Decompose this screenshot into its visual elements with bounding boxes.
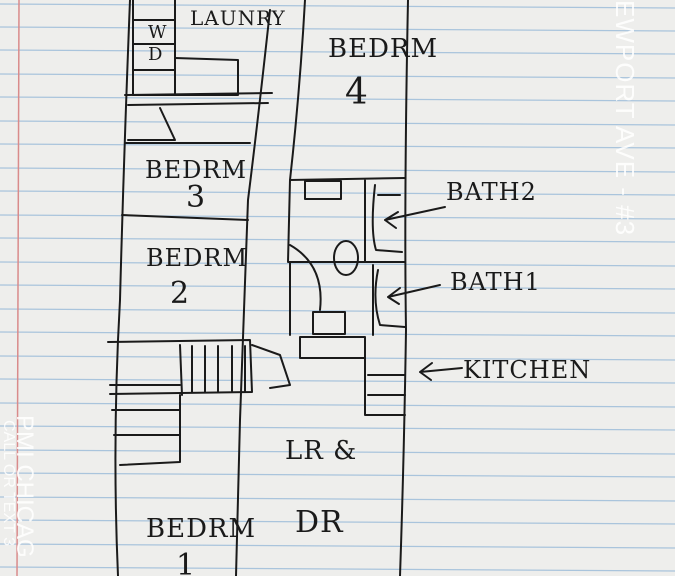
living-dining-label-1: LR & bbox=[285, 436, 358, 466]
kitchen-arrow bbox=[419, 362, 463, 381]
toilet-icon bbox=[333, 240, 359, 276]
bedroom4-label: BEDRM bbox=[328, 34, 439, 64]
bedroom3-number: 3 bbox=[186, 180, 207, 215]
stair-landing bbox=[109, 384, 181, 466]
left-hall-wall bbox=[235, 9, 271, 576]
bath-door-arc bbox=[289, 244, 322, 311]
address-watermark: EWPORT AVE - #3 bbox=[610, 0, 640, 237]
bath2-tub bbox=[371, 184, 403, 253]
left-outer-wall bbox=[114, 0, 131, 576]
bedroom2-number: 2 bbox=[170, 276, 191, 311]
bath1-tub bbox=[374, 269, 406, 328]
right-outer-wall bbox=[399, 0, 409, 576]
bedroom2-label: BEDRM bbox=[146, 244, 249, 272]
bedroom1-label: BEDRM bbox=[146, 514, 257, 544]
bedroom3-bottom-wall bbox=[121, 214, 249, 221]
kitchen-counter bbox=[299, 336, 406, 416]
bath1-label: BATH1 bbox=[450, 268, 541, 296]
bath2-arrow bbox=[384, 206, 446, 229]
stair-treads bbox=[179, 344, 246, 396]
bath2-vanity bbox=[304, 180, 342, 200]
bedroom1-number: 1 bbox=[176, 548, 197, 583]
bedroom4-number: 4 bbox=[345, 72, 369, 113]
laundry-label: LAUNRY bbox=[190, 6, 286, 30]
bath2-label: BATH2 bbox=[446, 178, 537, 206]
dryer-label: D bbox=[148, 44, 164, 65]
washer-label: W bbox=[148, 22, 168, 43]
bath-block bbox=[287, 177, 406, 336]
stair-arrow bbox=[251, 344, 291, 389]
contact-watermark: CALL OR TEXT 3 bbox=[0, 420, 17, 546]
bedroom3-label: BEDRM bbox=[145, 156, 248, 184]
living-dining-label-2: DR bbox=[295, 505, 344, 540]
bath1-sink bbox=[312, 311, 346, 335]
center-wall-upper bbox=[289, 0, 306, 181]
margin-line bbox=[16, 0, 20, 576]
bath1-arrow bbox=[387, 284, 441, 305]
laundry-door bbox=[124, 92, 273, 141]
kitchen-label: KITCHEN bbox=[463, 356, 592, 384]
laundry-shelf bbox=[174, 57, 239, 96]
